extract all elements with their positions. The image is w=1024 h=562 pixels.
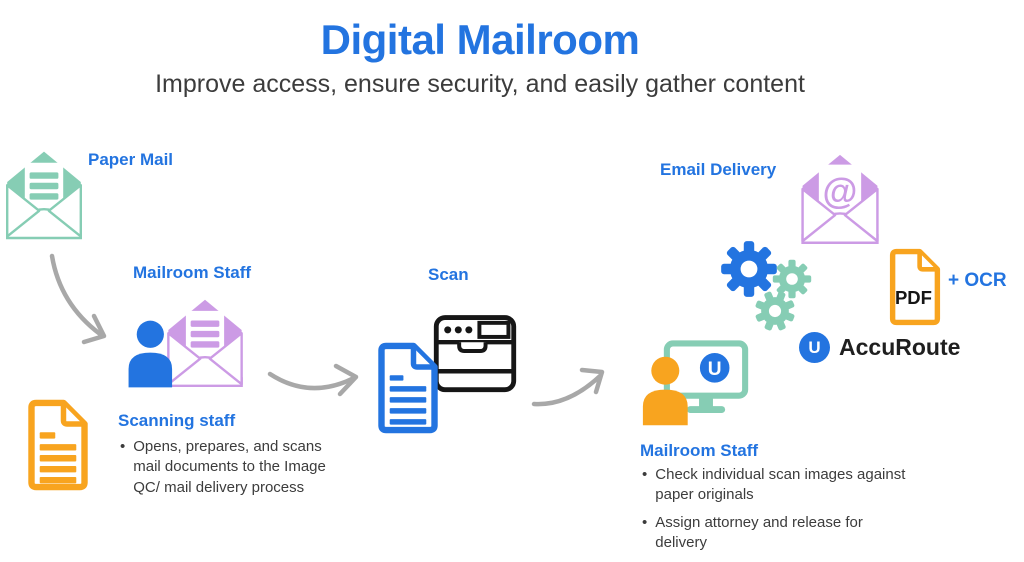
ocr-label: + OCR [948,270,1007,291]
gear-icon [720,240,778,298]
list-item: • Opens, prepares, and scans mail docume… [120,437,348,498]
bullet-text: Check individual scan images against pap… [655,466,906,504]
paper-document-icon [26,398,90,492]
accuroute-initial: U [808,338,821,357]
person-icon [122,320,180,388]
accuroute-logo-icon: U [799,332,830,363]
scanning-staff-title: Scanning staff [118,411,236,430]
at-symbol: @ [823,172,858,212]
accuroute-name: AccuRoute [839,334,961,360]
bullet-marker: • [642,513,648,531]
person-icon [636,356,696,426]
arrow-scan-to-qc-icon [530,362,614,410]
scan-label: Scan [428,265,469,284]
mailroom-staff-qc-bullets: • Check individual scan images against p… [642,465,914,560]
page-subtitle: Improve access, ensure security, and eas… [155,70,805,98]
page-title: Digital Mailroom [320,16,640,63]
paper-mail-envelope-icon [4,146,84,242]
monitor-initial: U [708,359,722,380]
bullet-marker: • [642,466,648,483]
pdf-document-icon: PDF [888,248,942,326]
email-delivery-label: Email Delivery [660,160,777,179]
bullet-text: Opens, prepares, and scans mail document… [133,438,326,496]
list-item: • Check individual scan images against p… [642,465,914,506]
mailroom-staff-scan-label: Mailroom Staff [133,263,252,282]
mailroom-staff-qc-label: Mailroom Staff [640,441,759,460]
scanned-document-icon [376,342,440,434]
arrow-staff-to-scan-icon [266,360,364,404]
mail-envelope-icon [165,295,245,389]
bullet-text: Assign attorney and release for delivery [655,513,863,551]
gear-icon [754,290,796,332]
email-envelope-icon: @ [798,150,882,246]
arrow-paper-to-staff-icon [38,252,120,350]
gear-icon [772,259,812,299]
bullet-marker: • [120,438,126,455]
pdf-text: PDF [895,287,932,308]
scanning-staff-bullets: • Opens, prepares, and scans mail docume… [120,437,348,505]
scanner-icon [431,306,519,396]
list-item: • Assign attorney and release for delive… [642,513,914,554]
paper-mail-label: Paper Mail [88,150,174,169]
